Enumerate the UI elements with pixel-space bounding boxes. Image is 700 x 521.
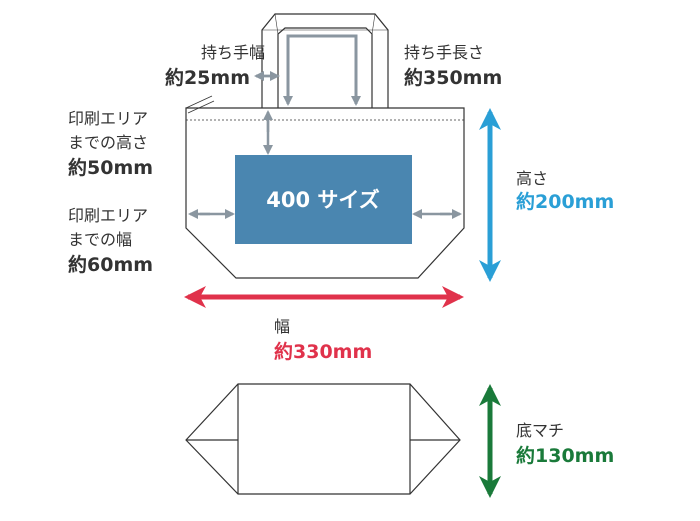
handle-length-value: 約350mm	[404, 67, 503, 89]
print-width-value: 約60mm	[68, 254, 154, 276]
bag-handle	[261, 13, 389, 108]
bag-body	[185, 95, 465, 279]
handle-width-value: 約25mm	[164, 67, 250, 89]
print-area-label: 400 サイズ	[266, 188, 380, 212]
height-value: 約200mm	[516, 191, 615, 213]
print-height-label-line2: までの高さ	[68, 133, 149, 152]
handle-width-label: 持ち手幅	[200, 43, 265, 62]
print-width-label-line2: までの幅	[68, 230, 133, 249]
width-label: 幅	[274, 317, 291, 336]
handle-length-arrow	[283, 34, 361, 106]
print-height-value: 約50mm	[68, 157, 154, 179]
print-height-label-line1: 印刷エリア	[68, 109, 149, 128]
handle-length-label: 持ち手長さ	[404, 43, 485, 62]
gusset-value: 約130mm	[516, 445, 615, 467]
gusset-label: 底マチ	[516, 421, 565, 440]
print-area	[235, 155, 412, 244]
height-label: 高さ	[516, 169, 549, 188]
print-width-label-line1: 印刷エリア	[68, 206, 149, 225]
bag-bottom-view	[185, 383, 461, 495]
width-value: 約330mm	[274, 341, 373, 363]
